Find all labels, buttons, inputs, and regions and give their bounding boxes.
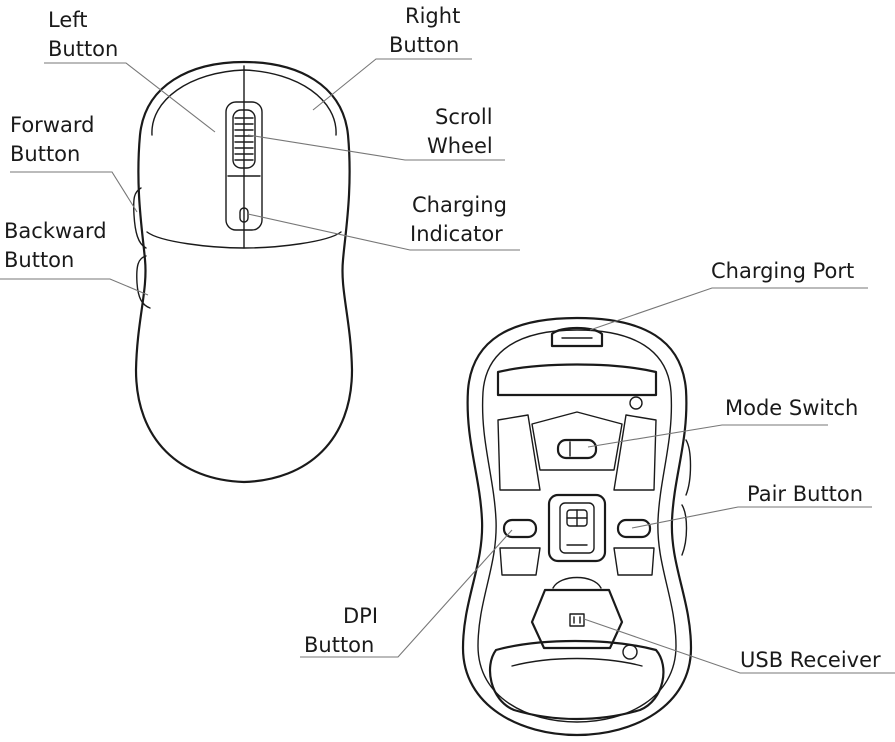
mouse-bottom-view [461, 316, 693, 737]
sensor-window [559, 502, 595, 554]
mode-switch-hex [531, 411, 623, 471]
leader-dpi-button [300, 529, 513, 658]
usb-receiver-slot [530, 588, 624, 650]
charging-port [550, 326, 604, 348]
dpi-button [502, 518, 538, 539]
usb-receiver-arc [552, 576, 602, 589]
scroll-wheel-housing [225, 101, 263, 231]
leader-right-button [312, 58, 472, 111]
backward-side-button [136, 255, 151, 309]
pair-button [616, 518, 652, 539]
leader-lines [0, 58, 895, 674]
panel-right-lower [613, 547, 655, 576]
sensor-housing [547, 493, 607, 563]
label-usb-receiver: USB Receiver [740, 648, 881, 672]
bottom-side-bump-lower [681, 504, 688, 556]
label-pair-button: Pair Button [747, 482, 863, 506]
top-view-outline [134, 60, 354, 484]
mouse-top-view [132, 60, 354, 484]
usb-receiver-icon [569, 613, 585, 627]
leader-pair-button [631, 506, 872, 529]
leader-scroll-wheel [247, 134, 505, 161]
label-mode-switch: Mode Switch [725, 396, 858, 420]
bottom-inner-rim [477, 329, 677, 723]
label-charging-port: Charging Port [711, 259, 854, 283]
panel-left-upper [497, 414, 541, 491]
scroll-wheel [232, 109, 256, 169]
leader-mode-switch [587, 424, 828, 448]
top-glide-pad [496, 363, 658, 397]
panel-right-upper [613, 414, 657, 491]
mode-switch [556, 438, 598, 460]
bottom-view-outline [461, 316, 693, 737]
leader-left-button [44, 62, 216, 133]
bottom-glide-pad-inner [511, 657, 643, 667]
bottom-glide-pad [488, 639, 665, 721]
top-inner-contour [151, 69, 337, 136]
leader-charging-port [589, 287, 868, 331]
bottom-side-bump-upper [685, 439, 692, 496]
charging-indicator-led [239, 207, 249, 223]
leader-forward-button [10, 171, 138, 213]
top-screw-hole [629, 396, 643, 410]
scroll-wheel-ridges [234, 117, 254, 161]
leader-backward-button [0, 278, 149, 296]
panel-left-lower [499, 547, 541, 576]
leader-usb-receiver [583, 618, 895, 674]
bottom-screw-hole [622, 644, 638, 660]
forward-side-button [132, 187, 147, 249]
leader-charging-indicator [247, 213, 520, 251]
